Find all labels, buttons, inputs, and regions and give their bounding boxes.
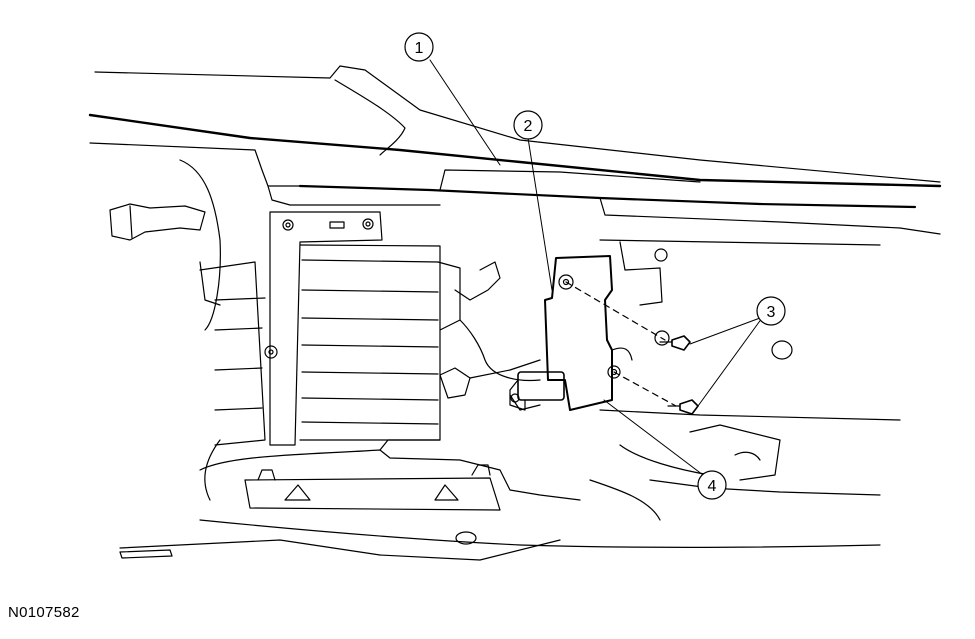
fastener-screws (659, 335, 699, 415)
lower-sill-panel (119, 439, 881, 561)
figure-code: N0107582 (8, 604, 80, 621)
left-connector (109, 159, 221, 331)
callout-4: 4 (697, 470, 727, 500)
svg-text:2: 2 (524, 118, 533, 135)
cowl-panel-outline (88, 65, 942, 235)
svg-text:4: 4 (708, 478, 717, 495)
callout-1: 1 (404, 32, 434, 62)
callout-2: 2 (513, 110, 543, 140)
callout-3: 3 (756, 296, 786, 326)
vent-louver-assembly (199, 211, 461, 446)
svg-text:1: 1 (415, 40, 424, 57)
leader-lines (429, 59, 763, 479)
wiring-harness (439, 261, 541, 411)
right-body-structure (589, 239, 901, 521)
module-bracket-assembly (509, 255, 633, 411)
svg-text:3: 3 (767, 304, 776, 321)
alignment-lines (565, 281, 677, 407)
